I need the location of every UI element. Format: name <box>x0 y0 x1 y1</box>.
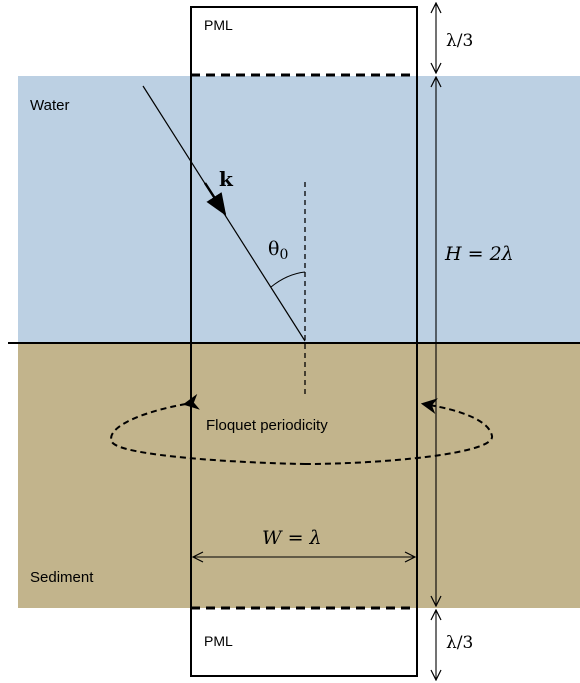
pml-bottom-label: PML <box>204 633 233 649</box>
pml-top-thickness-label: λ/3 <box>446 31 473 51</box>
water-label: Water <box>30 97 69 114</box>
angle-arc <box>270 271 306 288</box>
wave-vector-arrow <box>203 182 227 216</box>
sediment-region <box>18 343 580 608</box>
floquet-label: Floquet periodicity <box>206 417 328 434</box>
width-dimension-label: W = λ <box>262 527 322 549</box>
angle-symbol: θ <box>268 238 279 260</box>
water-region <box>18 76 580 343</box>
wave-vector-label: k <box>219 167 234 191</box>
angle-label: θ0 <box>268 238 288 263</box>
pml-top-region <box>192 8 416 75</box>
angle-subscript: 0 <box>279 247 288 263</box>
pml-bottom-region <box>192 609 416 675</box>
height-dimension-label: H = 2λ <box>444 243 514 265</box>
pml-bottom-thickness-label: λ/3 <box>446 633 473 653</box>
pml-top-label: PML <box>204 17 233 33</box>
floquet-loop-right <box>304 398 493 465</box>
sediment-label: Sediment <box>30 569 94 586</box>
floquet-loop-left <box>110 393 306 465</box>
